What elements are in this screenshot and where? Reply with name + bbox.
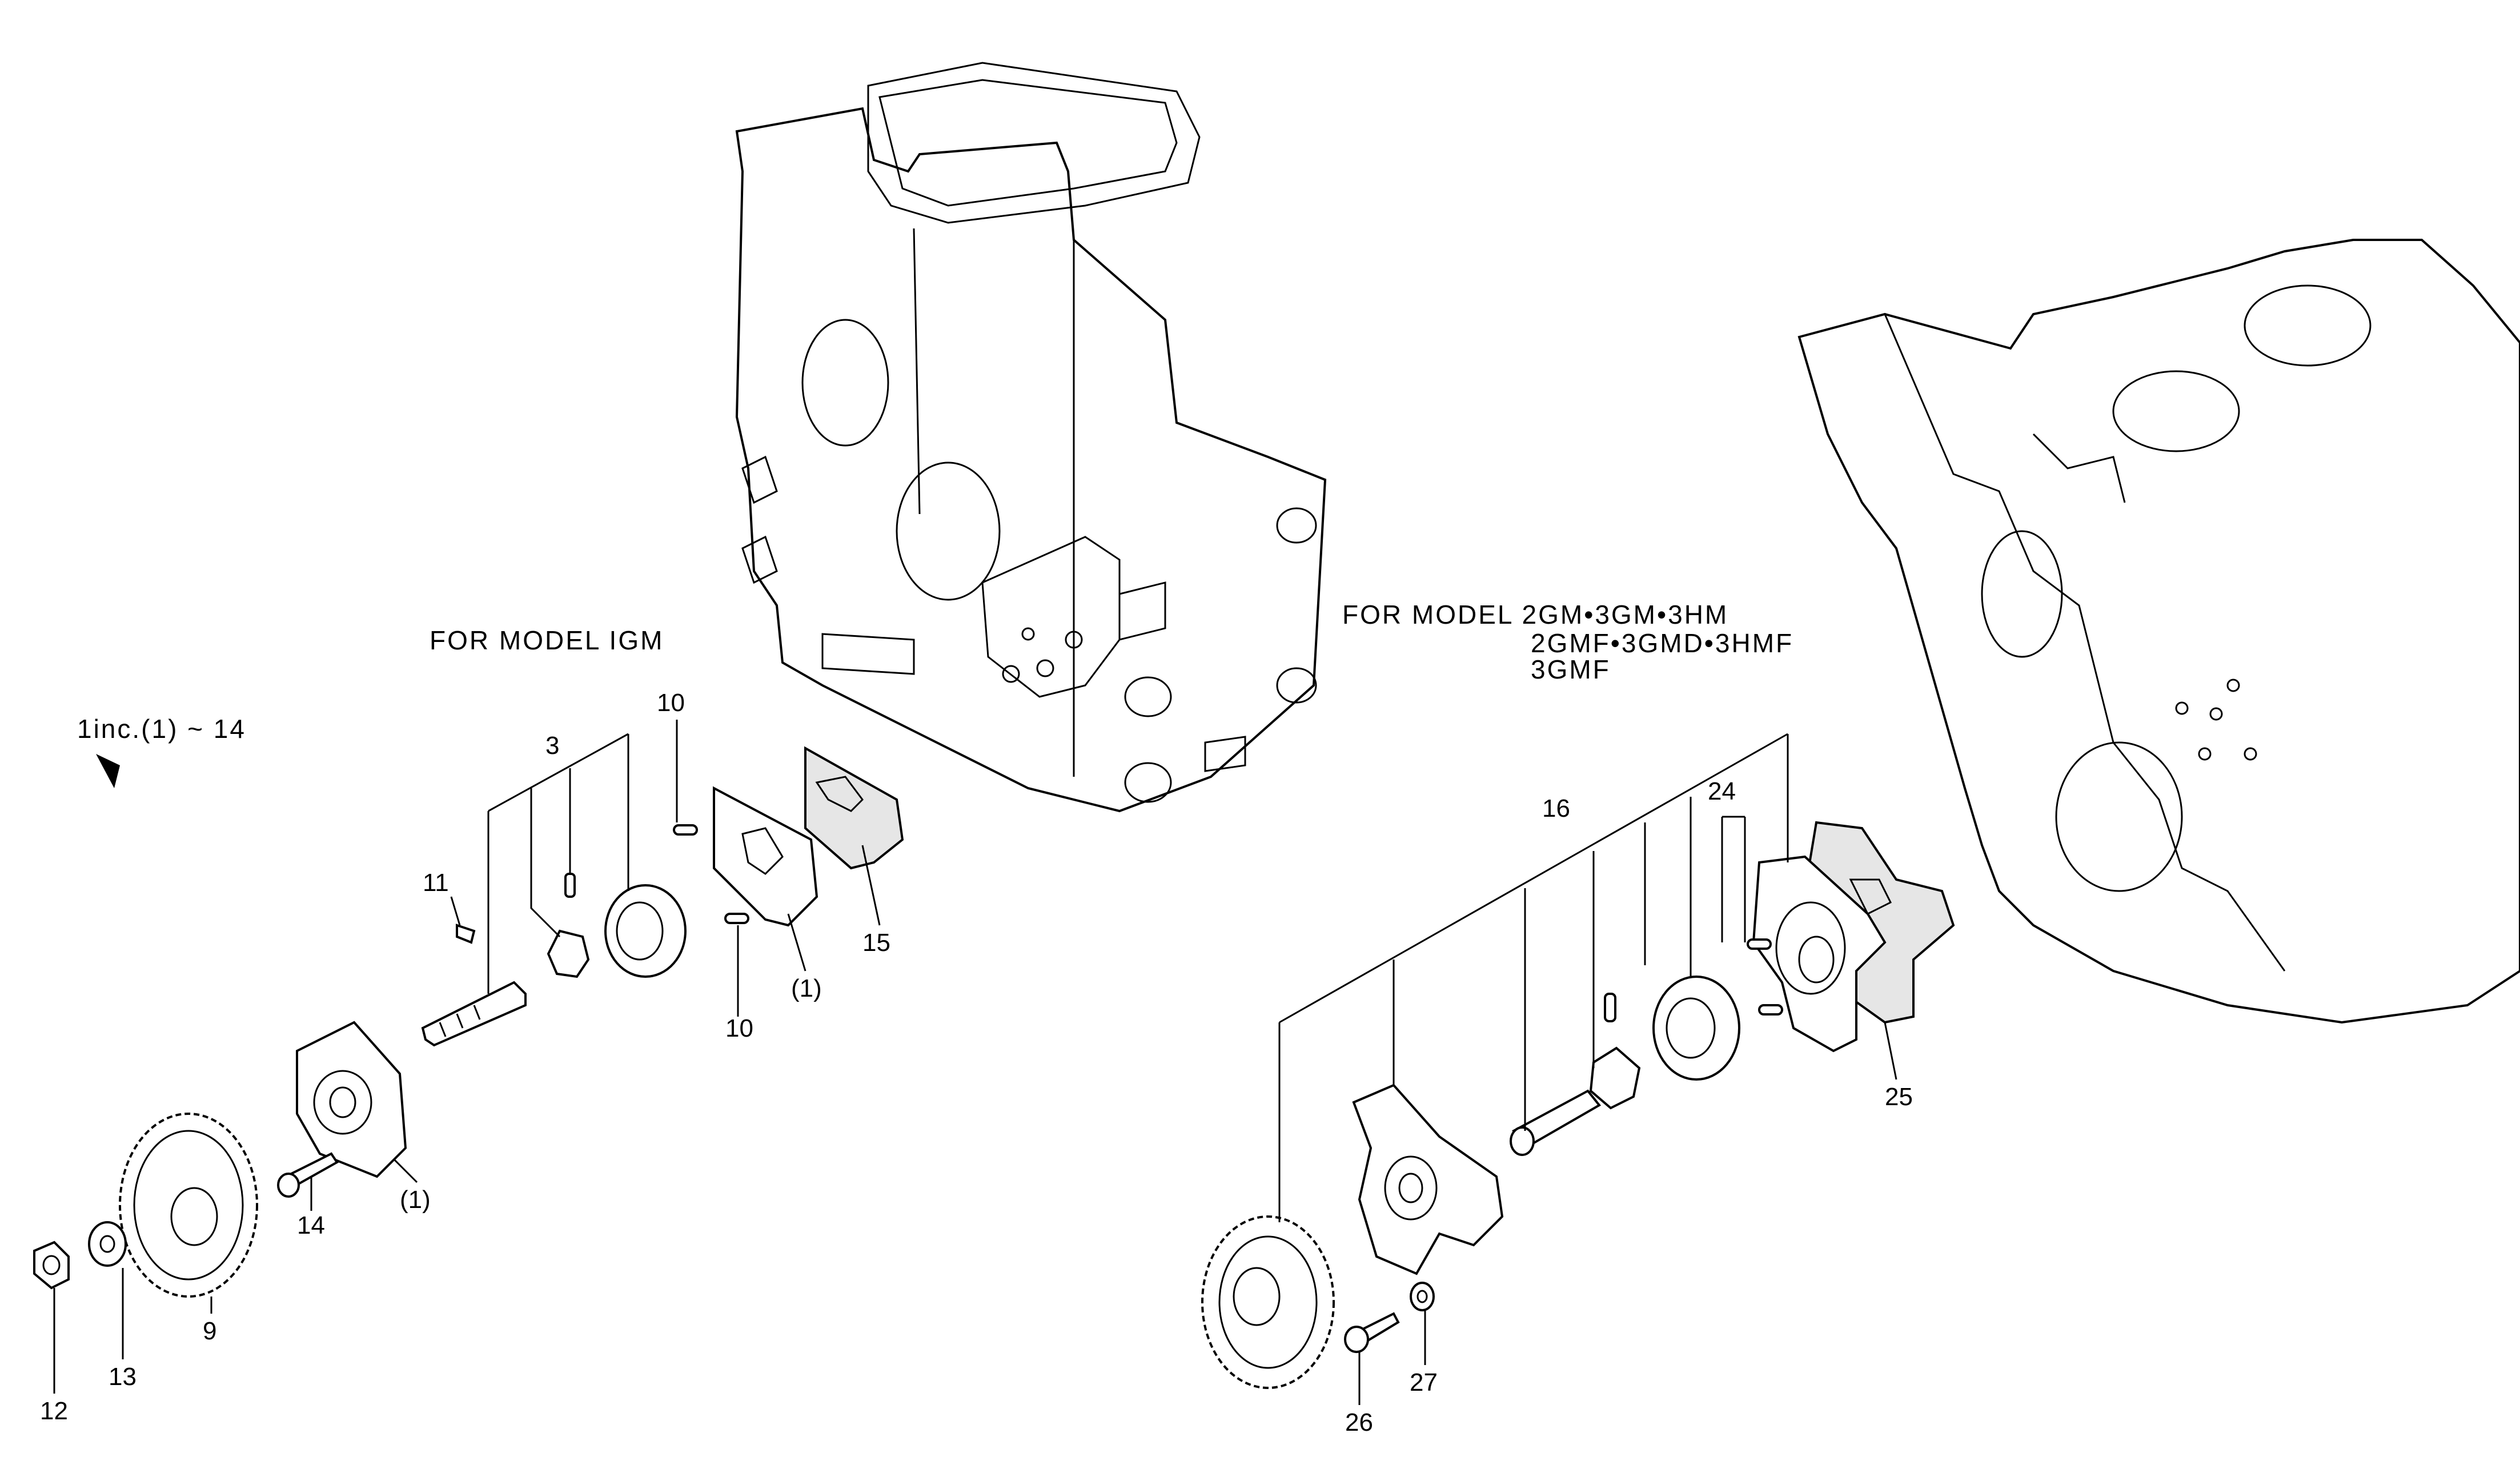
gear-9 — [119, 1113, 258, 1298]
rotor-pin — [564, 873, 576, 898]
arrow-marker-icon — [96, 754, 120, 788]
heading-model-2gm-line2: 2GMF•3GMD•3HMF — [1531, 628, 1793, 658]
gasket-15 — [804, 746, 904, 870]
engine-block-1gm — [735, 62, 1327, 813]
callout-10b: 10 — [725, 1014, 753, 1042]
pump-shaft-right — [1510, 1089, 1602, 1156]
gear-right — [1201, 1215, 1335, 1389]
callout-14: 14 — [297, 1211, 325, 1239]
heading-model-2gm-line3: 3GMF — [1531, 655, 1611, 684]
inclusion-note: 1inc.(1) ~ 14 — [77, 714, 246, 744]
washer-27 — [1410, 1282, 1435, 1311]
callout-1a: (1) — [791, 974, 822, 1002]
nut-12 — [33, 1241, 70, 1290]
callout-24: 24 — [1708, 777, 1736, 805]
callout-25: 25 — [1885, 1083, 1913, 1111]
washer-13 — [88, 1221, 127, 1267]
dowel-pin-10a — [673, 824, 698, 836]
outer-rotor-right — [1652, 976, 1740, 1081]
heading-model-1gm: FOR MODEL IGM — [430, 625, 664, 655]
callout-3: 3 — [545, 732, 559, 760]
rotor-pin-right — [1604, 993, 1616, 1022]
dowel-pin-10b — [724, 913, 749, 924]
callout-12: 12 — [40, 1397, 68, 1425]
inner-rotor — [547, 929, 590, 978]
pump-cover-plate — [713, 786, 818, 927]
dowel-pin-24b — [1758, 1004, 1783, 1016]
pump-cover-plate-right — [1752, 855, 1887, 1053]
callout-10a: 10 — [657, 689, 685, 717]
bolt-26 — [1344, 1312, 1400, 1353]
callout-16: 16 — [1542, 794, 1570, 822]
callout-27: 27 — [1410, 1368, 1438, 1396]
callout-11: 11 — [423, 869, 449, 897]
pump-body-right — [1352, 1083, 1504, 1275]
leaders-right — [1278, 733, 1897, 1405]
callout-15: 15 — [862, 929, 890, 957]
heading-model-2gm-line1: FOR MODEL 2GM•3GM•3HM — [1342, 600, 1728, 629]
outer-rotor — [604, 884, 687, 978]
inner-rotor-right — [1589, 1046, 1641, 1110]
pump-body — [296, 1021, 407, 1178]
dowel-pin-24a — [1747, 938, 1772, 950]
leaders-left — [53, 720, 881, 1394]
woodruff-key-11 — [456, 924, 476, 944]
callout-13: 13 — [109, 1363, 137, 1391]
callout-9: 9 — [203, 1317, 216, 1345]
callout-1b: (1) — [400, 1186, 431, 1214]
bolt-14 — [277, 1152, 339, 1198]
callout-26: 26 — [1345, 1408, 1373, 1436]
pump-shaft — [421, 981, 527, 1047]
engine-block-2gm-3gm — [1797, 239, 2520, 1024]
